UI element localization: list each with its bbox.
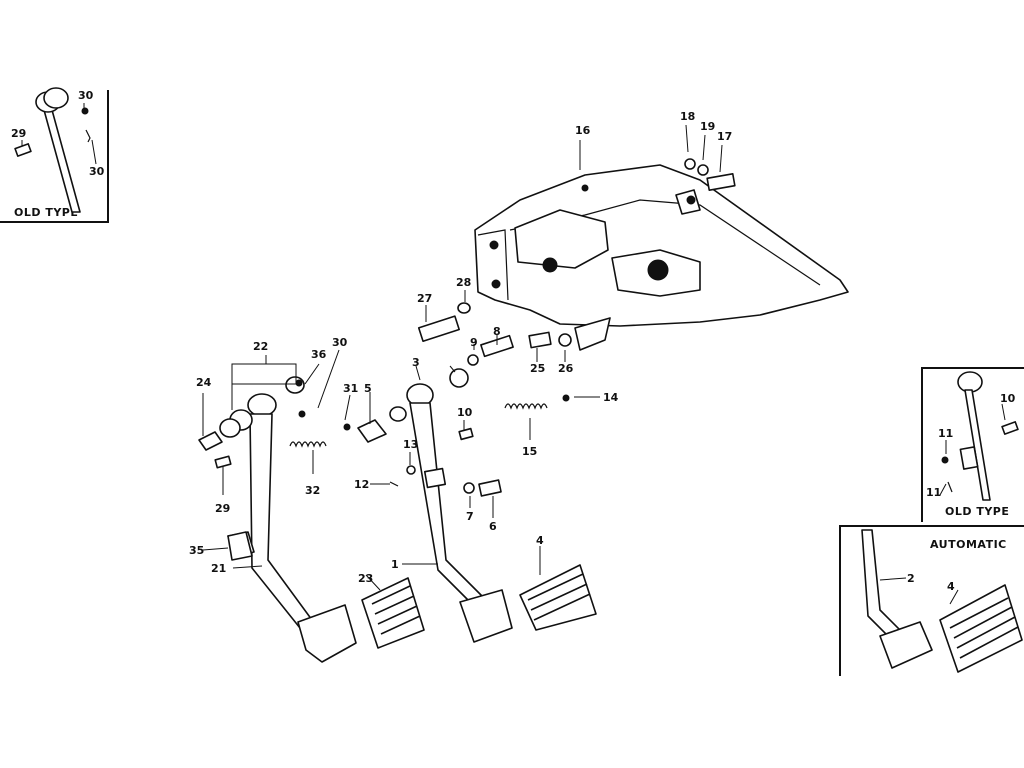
- callout-3: 3: [412, 356, 420, 369]
- stop-lamp-switch: [528, 331, 552, 349]
- brake-pedal: [406, 368, 513, 643]
- clutch-pedal: [198, 376, 357, 663]
- callout-25: 25: [530, 362, 545, 375]
- callout-labels: 16 18 19 17 28 27 8 9 25 26 14 15 10 13 …: [11, 89, 1016, 593]
- inset-old-type-right: OLD TYPE: [921, 367, 1024, 522]
- callout-4-automatic: 4: [947, 580, 955, 593]
- callout-23: 23: [358, 572, 373, 585]
- callout-17: 17: [717, 130, 732, 143]
- spring-hook: [562, 394, 570, 402]
- callout-29: 29: [215, 502, 230, 515]
- callout-30-old-type-top: 30: [78, 89, 94, 102]
- callout-35: 35: [189, 544, 204, 557]
- callout-18: 18: [680, 110, 695, 123]
- bushing: [357, 419, 387, 443]
- callout-19: 19: [700, 120, 715, 133]
- pedal-bracket: [474, 164, 849, 351]
- callout-22: 22: [253, 340, 268, 353]
- callout-12: 12: [354, 478, 369, 491]
- cotter-pin: [389, 481, 399, 487]
- inset-automatic: AUTOMATIC: [839, 525, 1024, 676]
- inset-caption-old-type-right: OLD TYPE: [945, 505, 1009, 518]
- callout-30-old-type-bottom: 30: [89, 165, 105, 178]
- switch-locknut: [558, 333, 572, 347]
- callout-13: 13: [403, 438, 418, 451]
- inset-caption-automatic: AUTOMATIC: [930, 538, 1007, 551]
- callout-11-upper: 11: [938, 427, 953, 440]
- bracket-mount-bolt: [706, 173, 736, 191]
- leader-lines: [21, 103, 1006, 605]
- clutch-pedal-pad: [361, 577, 425, 649]
- callout-5: 5: [364, 382, 372, 395]
- callout-8: 8: [493, 325, 501, 338]
- pedal-stopper-rubber: [227, 531, 253, 561]
- bolt-lockwasher: [697, 164, 709, 176]
- callout-31: 31: [343, 382, 358, 395]
- callout-30: 30: [332, 336, 348, 349]
- stopper-nut: [463, 482, 475, 494]
- brake-pedal-pad: [519, 564, 597, 631]
- callout-32: 32: [305, 484, 320, 497]
- inset-old-type-left: OLD TYPE: [0, 87, 109, 223]
- callout-21: 21: [211, 562, 226, 575]
- callout-9: 9: [470, 336, 478, 349]
- stopper-bolt: [478, 479, 502, 497]
- callout-27: 27: [417, 292, 432, 305]
- callout-11-lower: 11: [926, 486, 941, 499]
- callout-7: 7: [466, 510, 474, 523]
- callout-28: 28: [456, 276, 471, 289]
- bolt-washer: [684, 158, 696, 170]
- callout-10-old-type: 10: [1000, 392, 1016, 405]
- clevis-washer: [406, 465, 416, 475]
- bracket-washer: [457, 302, 471, 314]
- brake-return-spring: [504, 403, 548, 410]
- washer: [467, 354, 479, 366]
- callout-10: 10: [457, 406, 473, 419]
- pin: [458, 427, 474, 441]
- callout-1: 1: [391, 558, 399, 571]
- bracket-bolt: [417, 315, 460, 343]
- callout-26: 26: [558, 362, 574, 375]
- callout-36: 36: [311, 348, 327, 361]
- bushing-collar: [389, 406, 407, 422]
- callout-4: 4: [536, 534, 544, 547]
- callout-16: 16: [575, 124, 591, 137]
- pivot-bolt: [480, 334, 514, 358]
- inset-caption-old-type-left: OLD TYPE: [14, 206, 78, 219]
- callout-15: 15: [522, 445, 537, 458]
- callout-2: 2: [907, 572, 915, 585]
- callout-14: 14: [603, 391, 619, 404]
- clutch-return-spring: [289, 441, 327, 448]
- callout-24: 24: [196, 376, 212, 389]
- callout-6: 6: [489, 520, 497, 533]
- callout-29-old-type: 29: [11, 127, 26, 140]
